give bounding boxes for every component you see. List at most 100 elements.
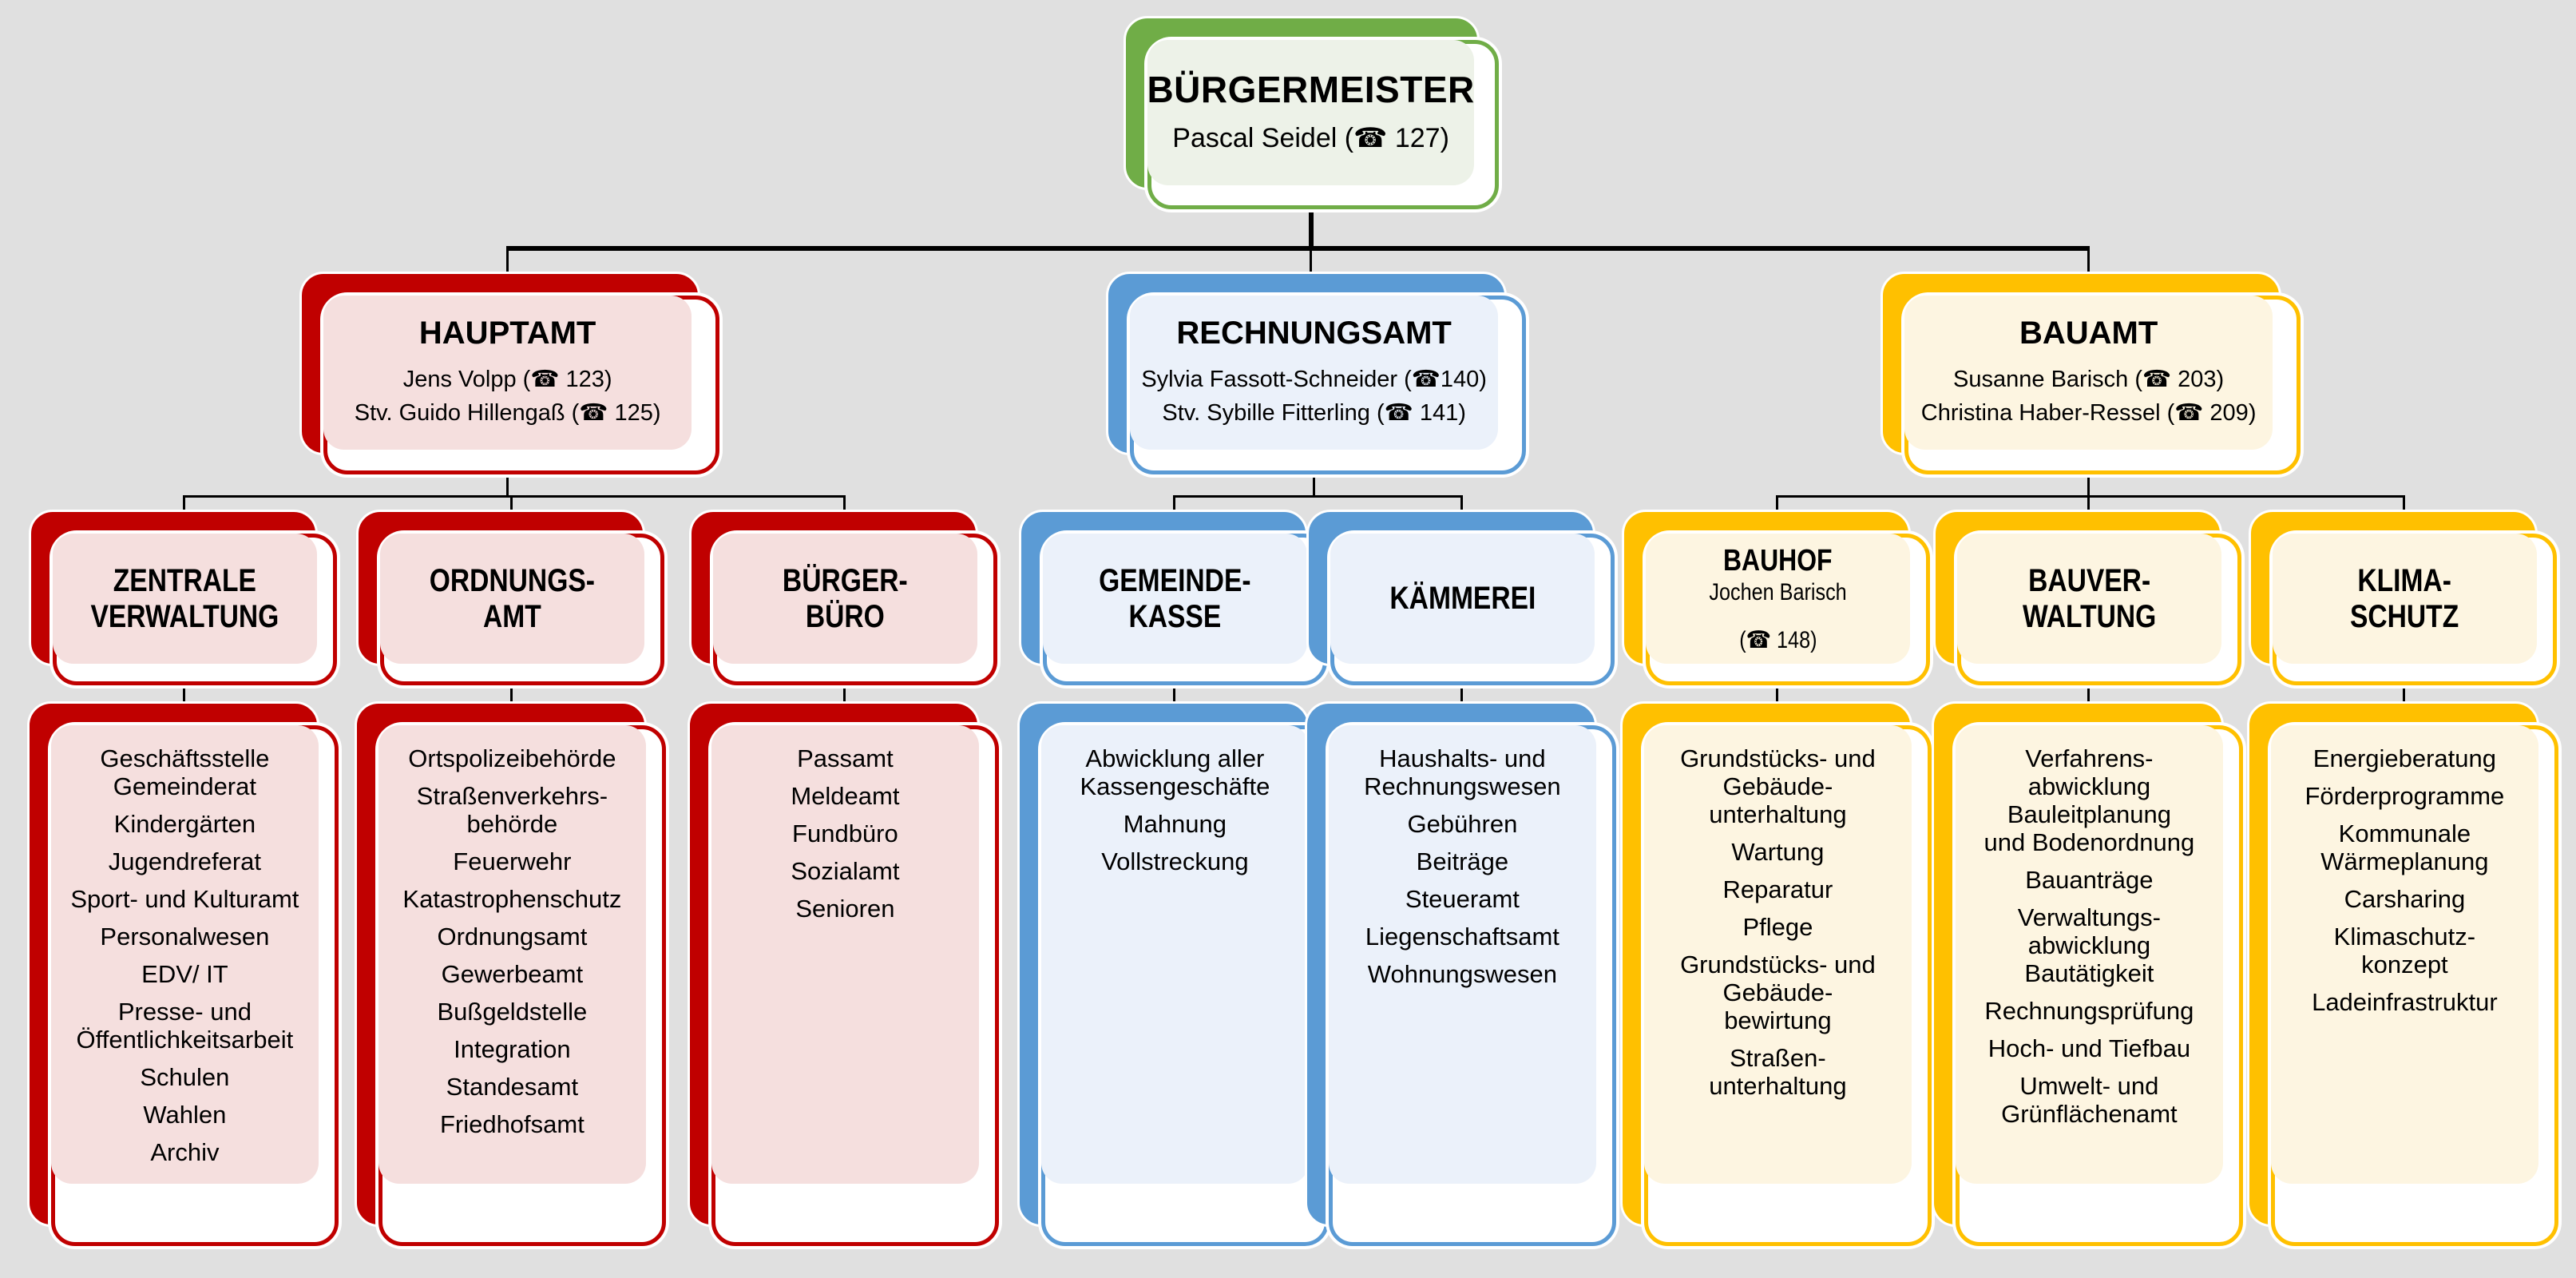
list-item: Förderprogramme <box>2305 782 2505 810</box>
list-item: Wartung <box>1731 838 1825 866</box>
card-rechnungsamt: RECHNUNGSAMT Sylvia Fassott-Schneider (☎… <box>1106 272 1526 474</box>
card-tint <box>378 725 646 1184</box>
card-tint <box>711 725 979 1184</box>
list-item: Jugendreferat <box>108 847 262 875</box>
card-tint <box>1957 534 2222 665</box>
list-item: Pflege <box>1742 913 1813 941</box>
list-item: Umwelt- und Grünflächenamt <box>2001 1072 2178 1128</box>
connector-yellow-horizontal <box>1777 495 2404 498</box>
connector-bauhof-list <box>1776 639 1778 751</box>
list-item: Mahnung <box>1123 810 1227 838</box>
card-zentrale-verwaltung: ZENTRALE VERWALTUNG <box>29 510 337 685</box>
root-person: Pascal Seidel (☎ 127) <box>1172 122 1449 153</box>
branch-title: BAUAMT <box>2019 315 2158 351</box>
connector-klimaschutz-list <box>2403 639 2405 751</box>
list-item: Sozialamt <box>791 857 900 885</box>
branch-title: HAUPTAMT <box>418 315 596 351</box>
card-gemeindekasse: GEMEINDE- KASSE <box>1019 510 1327 685</box>
card-tint <box>1956 725 2223 1184</box>
list-item: Carsharing <box>2344 885 2466 913</box>
branch-person: Susanne Barisch (☎ 203) <box>1953 366 2225 392</box>
connector-ordnungsamt-list <box>510 639 513 751</box>
list-item: Personalwesen <box>100 923 270 951</box>
list-item: Straßen- unterhaltung <box>1709 1044 1847 1100</box>
card-tint <box>2271 725 2538 1184</box>
connector-zentrale-list <box>183 639 185 751</box>
list-item: Bußgeldstelle <box>437 998 588 1026</box>
list-item: Verwaltungs- abwicklung Bautätigkeit <box>2017 903 2161 987</box>
list-item: Ladeinfrastruktur <box>2312 988 2498 1016</box>
list-item: Presse- und Öffentlichkeitsarbeit <box>76 998 294 1054</box>
list-item: Schulen <box>140 1063 230 1091</box>
card-buergermeister: BÜRGERMEISTER Pascal Seidel (☎ 127) <box>1124 16 1499 209</box>
sub-person: Jochen Barisch <box>1709 578 1847 605</box>
list-item: Gebühren <box>1407 810 1518 838</box>
sub-phone: (☎ 148) <box>1738 626 1817 653</box>
card-hauptamt: HAUPTAMT Jens Volpp (☎ 123) Stv. Guido H… <box>299 272 719 474</box>
root-title: BÜRGERMEISTER <box>1147 68 1475 110</box>
sub-title: GEMEINDE- KASSE <box>1099 562 1251 634</box>
card-klimaschutz: KLIMA- SCHUTZ <box>2249 510 2557 685</box>
card-tint <box>1130 296 1499 450</box>
list-item: Standesamt <box>446 1073 579 1101</box>
list-item: Verfahrens- abwicklung Bauleitplanung un… <box>1984 744 2195 856</box>
card-tint <box>53 534 318 665</box>
list-item: Kommunale Wärmeplanung <box>2320 820 2489 875</box>
card-ordnungsamt: ORDNUNGS- AMT <box>356 510 664 685</box>
card-tint <box>380 534 645 665</box>
connector-root-stem <box>1309 192 1314 251</box>
branch-person: Jens Volpp (☎ 123) <box>402 366 612 392</box>
list-item: Passamt <box>797 744 894 772</box>
list-item: Reparatur <box>1722 875 1833 903</box>
list-item: Friedhofsamt <box>439 1110 585 1138</box>
connector-hauptamt-stem <box>506 474 509 498</box>
card-bauverwaltung: BAUVER- WALTUNG <box>1933 510 2241 685</box>
list-item: Gewerbeamt <box>441 960 584 988</box>
connector-bauamt-stem <box>2087 474 2090 498</box>
list-item: Grundstücks- und Gebäude- bewirtung <box>1680 951 1876 1034</box>
connector-buergerbuero-list <box>843 639 846 751</box>
list-item: Wahlen <box>143 1101 227 1129</box>
connector-red-horizontal <box>184 495 845 498</box>
list-item: Abwicklung aller Kassengeschäfte <box>1080 744 1270 800</box>
connector-bauverwaltung-list <box>2087 639 2090 751</box>
list-bauverwaltung: Verfahrens- abwicklung Bauleitplanung un… <box>1932 701 2243 1246</box>
card-tint <box>1147 40 1475 186</box>
sub-title: BAUVER- WALTUNG <box>2022 562 2157 634</box>
connector-level1-horizontal <box>508 246 2089 251</box>
list-item: Integration <box>454 1035 571 1063</box>
list-item: Straßenverkehrs- behörde <box>416 782 608 838</box>
list-item: Wohnungswesen <box>1367 960 1558 988</box>
branch-title: RECHNUNGSAMT <box>1176 315 1452 351</box>
list-item: Archiv <box>150 1138 220 1166</box>
list-item: Vollstreckung <box>1101 847 1249 875</box>
connector-rechnungsamt-stem <box>1313 474 1315 498</box>
list-item: Rechnungsprüfung <box>1984 997 2194 1025</box>
sub-title: KÄMMEREI <box>1389 581 1536 617</box>
card-tint <box>1043 534 1308 665</box>
card-tint <box>1330 534 1595 665</box>
card-tint <box>1646 534 1911 665</box>
branch-person: Stv. Sybille Fitterling (☎ 141) <box>1162 399 1466 426</box>
card-kaemmerei: KÄMMEREI <box>1306 510 1615 685</box>
card-buergerbuero: BÜRGER- BÜRO <box>689 510 997 685</box>
card-bauhof: BAUHOF Jochen Barisch (☎ 148) <box>1622 510 1930 685</box>
branch-person: Sylvia Fassott-Schneider (☎140) <box>1141 366 1487 392</box>
list-item: Beiträge <box>1416 847 1509 875</box>
list-item: Kindergärten <box>113 810 256 838</box>
card-tint <box>1329 725 1596 1184</box>
list-item: Energieberatung <box>2312 744 2497 772</box>
list-item: Grundstücks- und Gebäude- unterhaltung <box>1680 744 1876 828</box>
list-item: Bauanträge <box>2025 866 2154 894</box>
branch-person: Stv. Guido Hillengaß (☎ 125) <box>354 399 661 426</box>
connector-gemeindekasse-list <box>1173 639 1175 751</box>
sub-title: ZENTRALE VERWALTUNG <box>90 562 279 634</box>
sub-title: ORDNUNGS- AMT <box>429 562 596 634</box>
card-tint <box>2273 534 2538 665</box>
card-tint <box>323 296 692 450</box>
